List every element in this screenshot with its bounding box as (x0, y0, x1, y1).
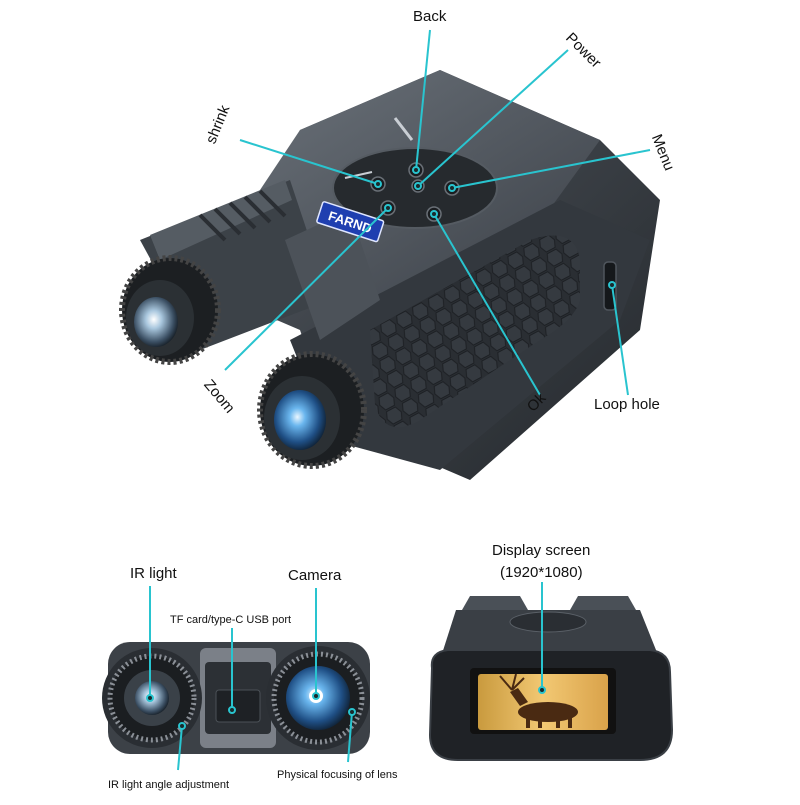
front-callout-lines (149, 586, 353, 771)
focusing-label: Physical focusing of lens (277, 769, 398, 781)
back-label: Back (413, 8, 447, 25)
resolution-label: (1920*1080) (500, 564, 583, 581)
display-screen-label: Display screen (492, 542, 591, 559)
rear-view (428, 596, 674, 761)
tf-port-cover (215, 689, 261, 723)
tf-port-label: TF card/type-C USB port (170, 614, 292, 626)
binocular-main: FARND (119, 70, 660, 480)
camera-label: Camera (288, 567, 342, 584)
ir-light-label: IR light (130, 565, 177, 582)
right-lens-assembly (257, 351, 367, 469)
ir-angle-label: IR light angle adjustment (108, 779, 230, 791)
left-lens (134, 297, 178, 347)
top-callout-dots (374, 166, 616, 289)
front-view (102, 642, 370, 754)
loop-hole-label: Loop hole (594, 396, 660, 413)
grip-texture (370, 235, 580, 428)
left-lens-assembly (119, 255, 221, 365)
top-callout-lines (224, 29, 651, 396)
right-lens (274, 390, 326, 450)
deer-image (499, 673, 578, 728)
